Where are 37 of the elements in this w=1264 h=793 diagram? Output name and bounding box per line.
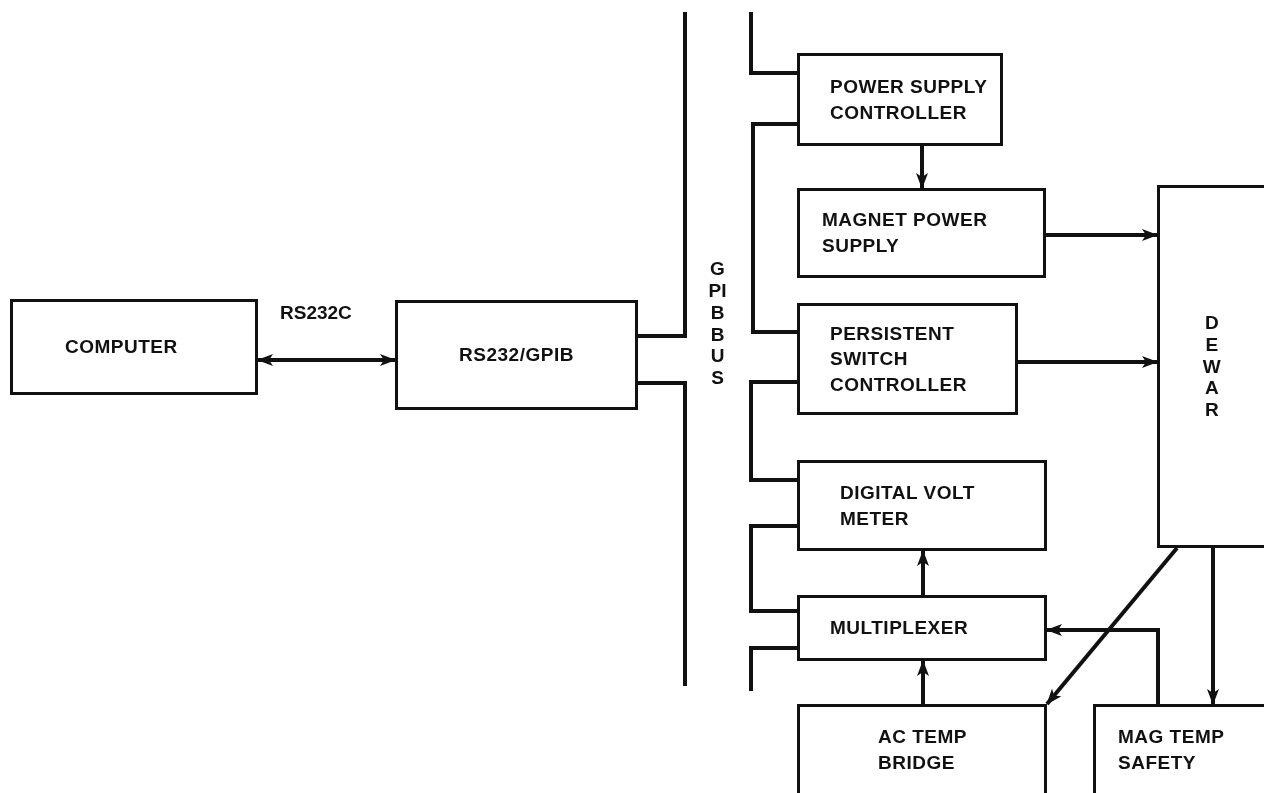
- box-label: MULTIPLEXER: [830, 616, 970, 641]
- bus-label: GPIB BUS: [708, 258, 727, 390]
- box-label: RS232/GPIB: [459, 343, 574, 368]
- process-box: [797, 53, 1003, 146]
- arrow: [1046, 624, 1160, 704]
- arrow: [1018, 356, 1158, 368]
- bus-cable: [749, 524, 797, 613]
- process-box: [1093, 704, 1264, 793]
- arrow: [257, 354, 396, 366]
- box-label: AC TEMP BRIDGE: [878, 725, 968, 775]
- arrow: [1045, 546, 1179, 706]
- process-box: [797, 303, 1018, 415]
- process-box: [10, 299, 258, 395]
- process-box: [797, 704, 1047, 793]
- bus-cable: [751, 122, 797, 334]
- arrow: [1207, 548, 1219, 705]
- arrow: [917, 660, 929, 704]
- bus-line: [749, 12, 797, 75]
- box-label: POWER SUPPLY CONTROLLER: [830, 74, 988, 125]
- process-box: [797, 460, 1047, 551]
- box-label: DEWAR: [1202, 311, 1222, 422]
- box-label: PERSISTENT SWITCH CONTROLLER: [830, 321, 968, 397]
- bus-line: [638, 12, 687, 338]
- bus-cable: [749, 380, 797, 482]
- bus-line: [638, 381, 687, 686]
- process-box: [797, 188, 1046, 278]
- box-label: MAG TEMP SAFETY: [1118, 725, 1226, 775]
- process-box: [1157, 185, 1264, 548]
- arrow: [917, 550, 929, 595]
- box-label: DIGITAL VOLT METER: [840, 480, 976, 531]
- box-label: MAGNET POWER SUPPLY: [822, 208, 989, 258]
- bus-line: [749, 646, 797, 691]
- arrow: [1046, 229, 1158, 241]
- arrow: [916, 146, 928, 189]
- box-label: COMPUTER: [65, 335, 179, 360]
- process-box: [395, 300, 638, 410]
- process-box: [797, 595, 1047, 661]
